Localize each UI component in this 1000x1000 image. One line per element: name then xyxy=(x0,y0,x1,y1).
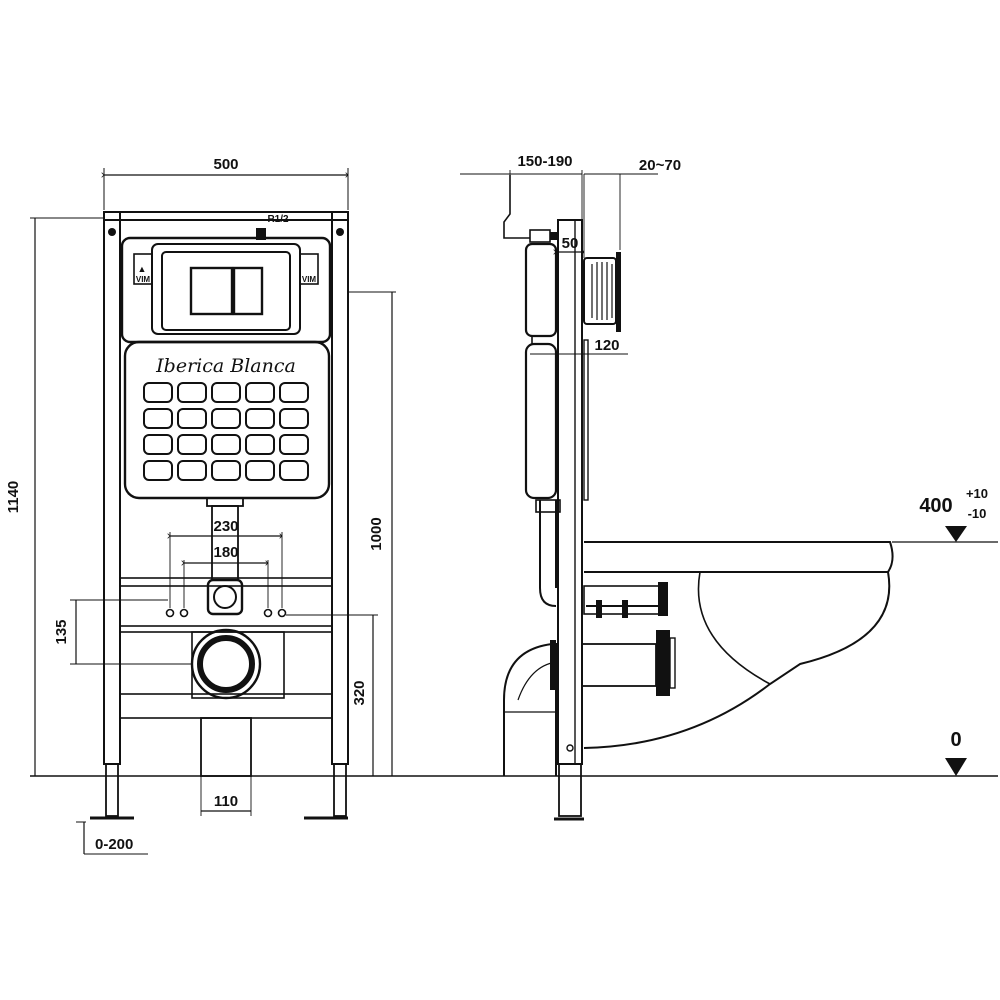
right-foot-leg xyxy=(333,763,347,817)
seat-height-marker-icon xyxy=(945,526,967,542)
left-valve-bracket xyxy=(133,253,153,285)
drain-collar xyxy=(550,640,556,690)
front-view: VIM VIM ▲ R1/2 Iberica Blanca xyxy=(5,156,396,855)
drain-pipe xyxy=(200,717,252,777)
outlet-pipe-dimension: 110 xyxy=(214,793,238,810)
outlet-pipe-horizontal xyxy=(581,643,657,687)
tank-rib-cell xyxy=(177,408,207,429)
frame-mount-hole xyxy=(108,228,116,236)
flush-connector-ring xyxy=(213,585,237,609)
tank-rib-cell xyxy=(143,434,173,455)
flush-button-left[interactable] xyxy=(189,266,234,316)
flush-connector xyxy=(206,578,244,616)
height-dimension: 1140 xyxy=(5,481,22,514)
seat-height-dimension: 400 xyxy=(919,495,952,517)
tank-rib-cell xyxy=(177,382,207,403)
tank-rib-cell xyxy=(177,460,207,481)
seat-tolerance-plus: +10 xyxy=(966,486,988,501)
flush-button-right[interactable] xyxy=(232,266,264,316)
tank-rib-grid xyxy=(143,382,309,481)
upper-cross-bar xyxy=(119,577,333,587)
inlet-valve xyxy=(529,229,551,243)
right-valve-bracket xyxy=(299,253,319,285)
cistern-upper-housing xyxy=(120,236,332,344)
side-foot-leg xyxy=(558,763,582,817)
button-height-dimension: 1000 xyxy=(368,517,385,550)
tank-rib-cell xyxy=(245,408,275,429)
cistern-side-upper xyxy=(524,242,558,338)
flush-pipe-collar xyxy=(206,497,244,507)
water-drop-icon: ▲ xyxy=(138,264,147,274)
tank-rib-cell xyxy=(279,434,309,455)
button-depth-dimension: 50 xyxy=(562,235,579,252)
rod-hole xyxy=(165,608,175,618)
tank-rib-cell xyxy=(245,382,275,403)
button-diameter-dimension: 120 xyxy=(594,337,619,354)
flush-button-ribs xyxy=(591,262,613,320)
rod-spacing-inner: 180 xyxy=(213,544,238,561)
flush-button-frame xyxy=(161,251,291,331)
cistern-side-lower xyxy=(524,342,558,500)
water-inlet-label: R1/2 xyxy=(267,214,289,225)
wall-depth-dimension: 150-190 xyxy=(517,153,572,170)
tank-rib-cell xyxy=(211,408,241,429)
side-view: 150-190 20~70 50 120 400 +10 -10 0 xyxy=(460,153,998,821)
foot-adjust-dimension: 0-200 xyxy=(95,836,133,853)
tank-rib-cell xyxy=(279,382,309,403)
rod-hole xyxy=(263,608,273,618)
flush-plate-edge xyxy=(616,252,621,332)
left-foot-leg xyxy=(105,763,119,817)
inlet-pipe xyxy=(503,175,530,239)
tank-rib-cell xyxy=(211,382,241,403)
frame-top-bar xyxy=(103,211,349,221)
outlet-vertical-dimension: 135 xyxy=(53,619,70,644)
tank-rib-cell xyxy=(143,460,173,481)
tank-rib-cell xyxy=(211,434,241,455)
side-frame-upright xyxy=(557,219,583,765)
flush-button-side xyxy=(583,257,617,325)
frame-left-upright xyxy=(103,211,121,765)
panel-depth-dimension: 20~70 xyxy=(639,157,681,174)
flush-panel-opening xyxy=(151,243,301,335)
toilet-bowl-outline xyxy=(583,571,891,749)
valve-mark-right: VIM xyxy=(302,275,317,284)
tank-rib-cell xyxy=(279,460,309,481)
tank-rib-cell xyxy=(143,382,173,403)
tank-rib-cell xyxy=(279,408,309,429)
width-dimension: 500 xyxy=(213,156,238,173)
toilet-seat-rim xyxy=(584,541,894,573)
valve-mark-left: VIM xyxy=(136,275,151,284)
tank-rib-cell xyxy=(245,460,275,481)
wall-bolt-nut xyxy=(658,582,668,616)
floor-level-marker-icon xyxy=(945,758,967,776)
tank-rib-cell xyxy=(211,460,241,481)
toilet-bowl-inner xyxy=(697,571,771,685)
outlet-height-dimension: 320 xyxy=(351,680,368,705)
rod-hole xyxy=(277,608,287,618)
water-inlet-fitting xyxy=(256,228,266,240)
rod-spacing-outer: 230 xyxy=(213,518,238,535)
frame-right-upright xyxy=(331,211,349,765)
wall-bolt-threads xyxy=(586,600,664,618)
tank-rib-cell xyxy=(177,434,207,455)
frame-mount-hole xyxy=(336,228,344,236)
brand-logo: Iberica Blanca xyxy=(155,355,296,377)
outlet-pipe-flange xyxy=(656,630,670,696)
side-frame-hole xyxy=(566,744,574,752)
drain-outlet-ring xyxy=(197,635,255,693)
flush-pipe-side xyxy=(539,500,557,607)
tank-rib-cell xyxy=(143,408,173,429)
rod-hole xyxy=(179,608,189,618)
tank-rib-cell xyxy=(245,434,275,455)
seat-tolerance-minus: -10 xyxy=(968,506,987,521)
floor-level-label: 0 xyxy=(950,729,961,751)
cistern-side-panel xyxy=(583,339,589,501)
inlet-valve-nut xyxy=(550,232,558,240)
